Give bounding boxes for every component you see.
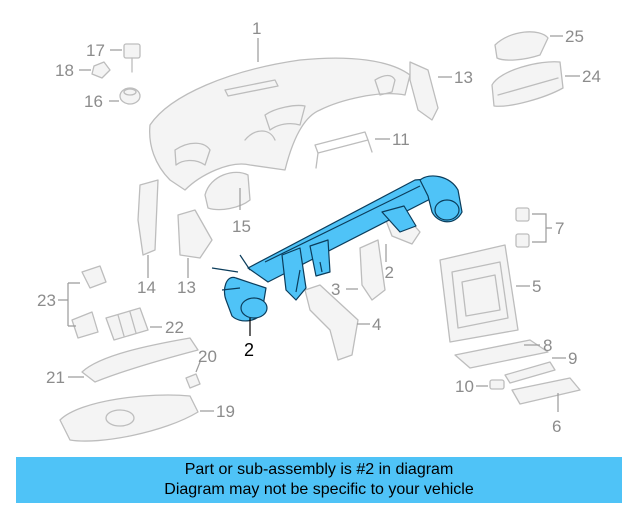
- part-dashboard[interactable]: [149, 57, 411, 191]
- callout-14[interactable]: 14: [137, 278, 156, 297]
- part-clip-17[interactable]: [123, 43, 141, 73]
- part-duct-15[interactable]: [204, 171, 251, 211]
- callout-17[interactable]: 17: [86, 41, 105, 60]
- leader-20: [195, 361, 201, 373]
- part-lower-panel-21[interactable]: [81, 337, 199, 383]
- part-switches-23[interactable]: [71, 265, 107, 339]
- part-bracket-3[interactable]: [359, 239, 386, 301]
- part-switch-cluster-22[interactable]: [105, 307, 149, 341]
- callout-4[interactable]: 4: [372, 315, 381, 334]
- callout-24[interactable]: 24: [582, 67, 601, 86]
- part-clips-7[interactable]: [515, 207, 530, 248]
- callout-25[interactable]: 25: [565, 27, 584, 46]
- callout-11[interactable]: 11: [392, 130, 410, 149]
- banner-line-2: Diagram may not be specific to your vehi…: [164, 481, 474, 498]
- callout-6[interactable]: 6: [552, 417, 561, 436]
- part-bezel-5[interactable]: [439, 244, 519, 343]
- part-side-panel-13a[interactable]: [409, 61, 439, 121]
- callout-19[interactable]: 19: [216, 402, 235, 421]
- callout-5[interactable]: 5: [532, 277, 541, 296]
- callout-22[interactable]: 22: [165, 318, 184, 337]
- banner-line-1: Part or sub-assembly is #2 in diagram: [184, 461, 454, 478]
- callout-2[interactable]: 2: [244, 340, 254, 360]
- callout-20[interactable]: 20: [198, 347, 217, 366]
- callout-18[interactable]: 18: [55, 61, 74, 80]
- part-strip-9[interactable]: [504, 361, 556, 384]
- part-clip-20[interactable]: [185, 373, 201, 389]
- parts-diagram: 1 17 18 16 25 24 13 11 1: [37, 19, 601, 442]
- callout-13b[interactable]: 13: [177, 278, 196, 297]
- part-tray-8[interactable]: [454, 339, 549, 369]
- leader-7: [532, 213, 552, 243]
- callout-1[interactable]: 1: [252, 19, 261, 38]
- callout-3[interactable]: 3: [331, 280, 340, 299]
- callout-23[interactable]: 23: [37, 291, 56, 310]
- part-clip-10[interactable]: [489, 379, 505, 390]
- callout-10[interactable]: 10: [455, 377, 474, 396]
- part-cover-25[interactable]: [494, 31, 549, 61]
- callout-21[interactable]: 21: [46, 368, 65, 387]
- part-bracket-11[interactable]: [314, 131, 373, 169]
- callout-13a[interactable]: 13: [454, 68, 473, 87]
- part-trim-14[interactable]: [137, 179, 159, 256]
- part-clip-16[interactable]: [119, 87, 141, 105]
- callout-9[interactable]: 9: [568, 349, 577, 368]
- callout-16[interactable]: 16: [84, 92, 103, 111]
- callout-7[interactable]: 7: [555, 219, 564, 238]
- part-side-panel-13b[interactable]: [177, 209, 213, 259]
- part-airbag-24[interactable]: [491, 61, 564, 107]
- part-clip-18[interactable]: [91, 61, 111, 79]
- callout-8[interactable]: 8: [543, 336, 552, 355]
- info-banner: Part or sub-assembly is #2 in diagram Di…: [16, 457, 622, 503]
- part-cross-car-beam[interactable]: [211, 175, 463, 322]
- part-support-4[interactable]: [304, 284, 359, 361]
- callout-15[interactable]: 15: [232, 217, 251, 236]
- part-glove-box-19[interactable]: [59, 394, 199, 442]
- part-panel-6[interactable]: [511, 377, 581, 405]
- leader-23: [58, 282, 80, 327]
